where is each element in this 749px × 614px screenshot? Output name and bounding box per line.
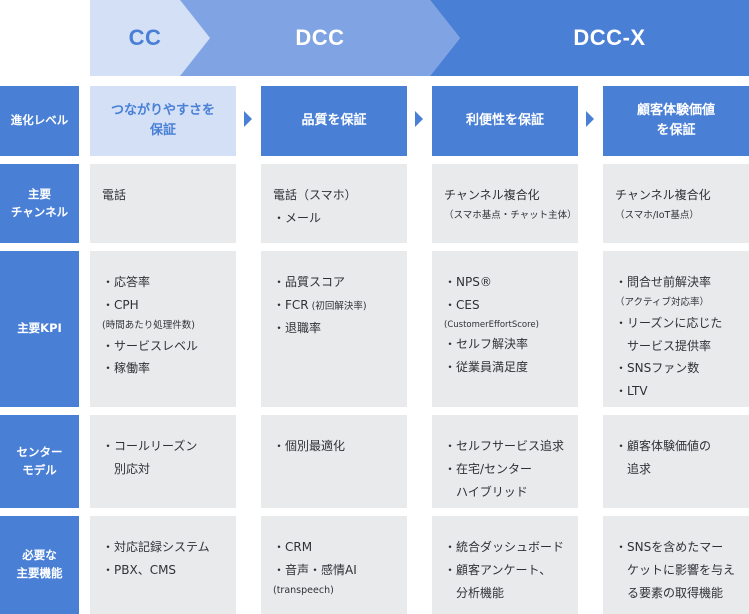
cell-channel-dcc: 電話（スマホ） ・メール (261, 164, 407, 243)
stage-dccx-label: DCC-X (573, 25, 646, 50)
level-arrow-3 (586, 111, 594, 127)
level-box-dccx: 顧客体験価値を保証 (603, 86, 749, 156)
level-arrow-1 (244, 111, 252, 127)
stage-arrow-band (90, 0, 749, 76)
cell-channel-dcc-util: チャンネル複合化 （スマホ基点・チャット主体） (432, 164, 578, 243)
level-box-cc: つながりやすさを保証 (90, 86, 236, 156)
level-box-dcc-util: 利便性を保証 (432, 86, 578, 156)
cell-kpi-dcc: ・品質スコア ・FCR (初回解決率) ・退職率 (261, 251, 407, 407)
stage-dcc-arrow (180, 0, 460, 76)
stage-dcc-label: DCC (295, 25, 345, 50)
cell-kpi-cc: ・応答率 ・CPH (時間あたり処理件数) ・サービスレベル ・稼働率 (90, 251, 236, 407)
stage-cc-arrow (90, 0, 210, 76)
cell-function-dccx: ・SNSを含めたマー ケットに影響を与え る要素の取得機能 (603, 516, 749, 614)
rowhead-kpi: 主要KPI (0, 251, 79, 407)
cell-model-dcc: ・個別最適化 (261, 415, 407, 508)
cell-kpi-dcc-util: ・NPS® ・CES (CustomerEffortScore) ・セルフ解決率… (432, 251, 578, 407)
cell-model-cc: ・コールリーズン 別応対 (90, 415, 236, 508)
cell-channel-dccx: チャンネル複合化 （スマホ/IoT基点） (603, 164, 749, 243)
rowhead-level: 進化レベル (0, 86, 79, 156)
level-box-dcc: 品質を保証 (261, 86, 407, 156)
cell-function-cc: ・対応記録システム ・PBX、CMS (90, 516, 236, 614)
rowhead-function: 必要な主要機能 (0, 516, 79, 614)
level-arrow-2 (415, 111, 423, 127)
stage-cc-label: CC (128, 25, 162, 50)
cell-kpi-dccx: ・問合せ前解決率 （アクティブ対応率） ・リーズンに応じた サービス提供率 ・S… (603, 251, 749, 407)
cell-function-dcc: ・CRM ・音声・感情AI (transpeech) (261, 516, 407, 614)
cell-model-dccx: ・顧客体験価値の 追求 (603, 415, 749, 508)
cell-function-dcc-util: ・統合ダッシュボード ・顧客アンケート、 分析機能 (432, 516, 578, 614)
rowhead-model: センターモデル (0, 415, 79, 508)
cell-model-dcc-util: ・セルフサービス追求 ・在宅/センター ハイブリッド (432, 415, 578, 508)
cell-channel-cc: 電話 (90, 164, 236, 243)
rowhead-channel: 主要チャンネル (0, 164, 79, 243)
stage-dccx-arrow (430, 0, 749, 76)
